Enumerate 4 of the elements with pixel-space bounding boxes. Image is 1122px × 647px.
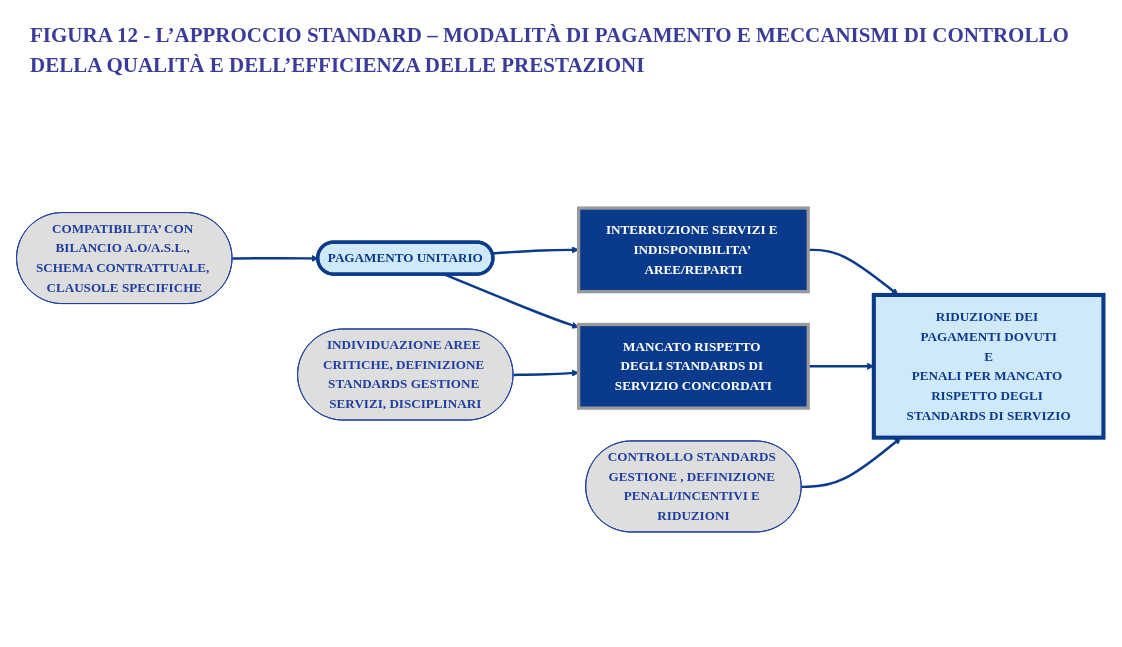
figure-title: FIGURA 12 - L’APPROCCIO STANDARD – MODALITÀ DI PAGAMENTO E MECCANISMI DI CONTROLLO DELLA QUALITÀ E DELL’EFFICIENZA DELLE PRESTAZIONI — [30, 22, 1070, 79]
node-box: INTERRUZIONE SERVIZI E INDISPONIBILITA’ AREE/REPARTI — [576, 206, 810, 294]
node-box: MANCATO RISPETTO DEGLI STANDARDS DI SERVIZIO CONCORDATI — [576, 322, 810, 410]
node-box: RIDUZIONE DEI PAGAMENTI DOVUTI E PENALI PER MANCATO RISPETTO DEGLI STANDARDS DI SERVIZIO — [871, 292, 1106, 440]
